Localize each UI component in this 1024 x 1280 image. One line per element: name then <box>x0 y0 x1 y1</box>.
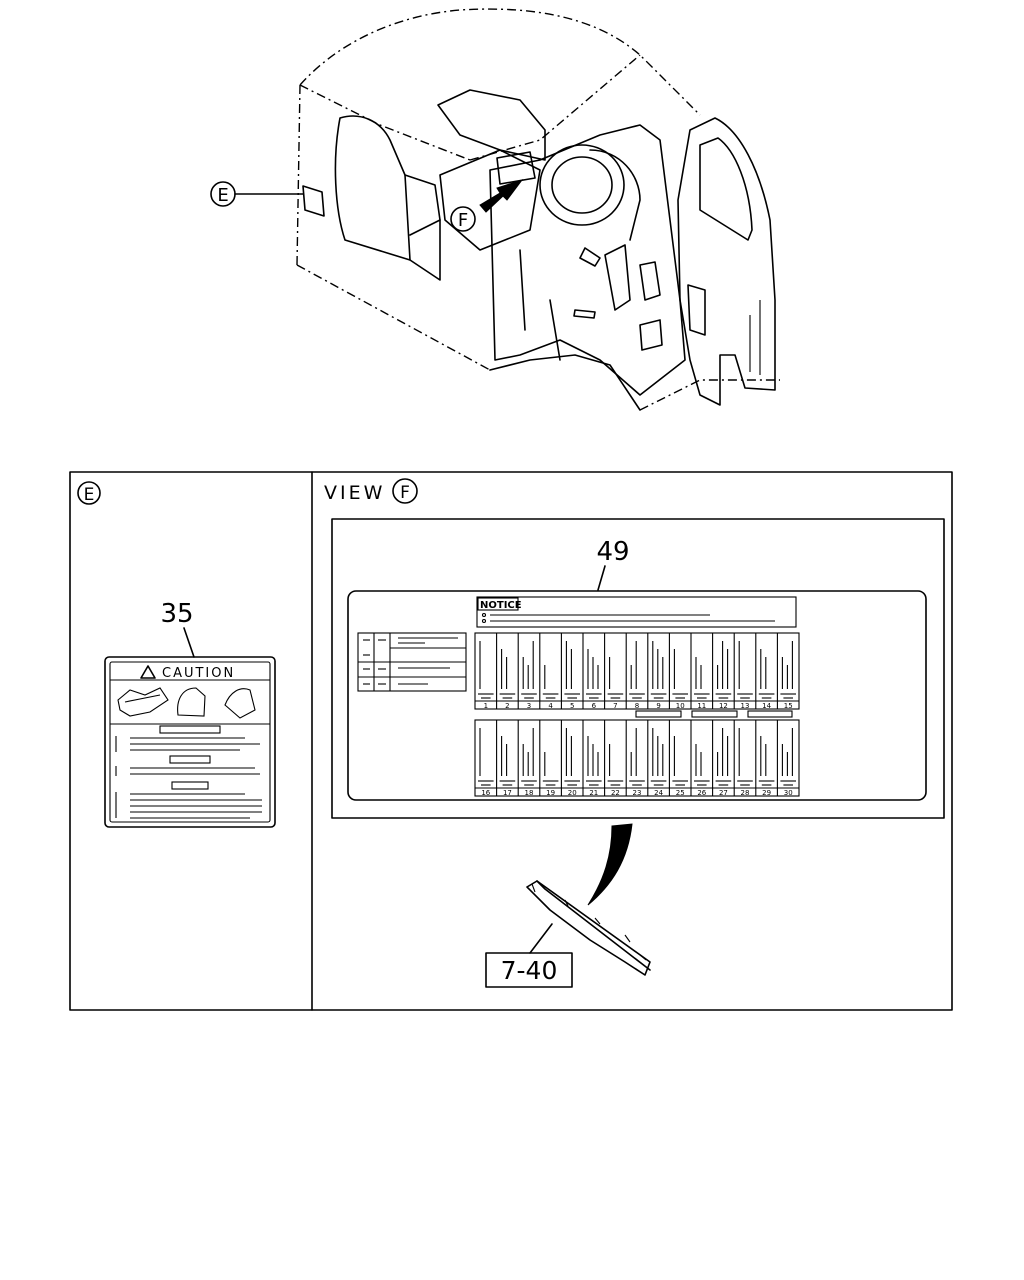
cab-interior-illustration <box>296 8 780 411</box>
fuse-slot: 23 <box>625 720 648 797</box>
fuse-number-label: 11 <box>697 702 706 710</box>
fuse-number-label: 6 <box>592 702 597 710</box>
fuse-slot: 30 <box>776 720 799 797</box>
fuse-slot: 4 <box>539 633 562 710</box>
fuse-slot: 24 <box>647 720 670 797</box>
fuse-slot: 9 <box>647 633 670 710</box>
decal-e-location <box>302 185 325 217</box>
callout-e-top: E <box>210 181 304 207</box>
callout-e-letter: E <box>217 185 228 206</box>
detail-frame <box>69 471 953 1011</box>
fuse-slot: 3 <box>517 633 540 710</box>
callout-f-top: F <box>450 179 524 232</box>
fuse-slot: 19 <box>539 720 562 797</box>
fuse-slot: 29 <box>755 720 778 797</box>
fuse-slot: 2 <box>496 633 519 710</box>
caution-heading: CAUTION <box>162 666 235 681</box>
fuse-number-label: 25 <box>676 789 685 797</box>
fuse-number-label: 29 <box>762 789 771 797</box>
decal-f-location <box>496 151 536 185</box>
warning-triangle-icon <box>140 665 156 679</box>
part-number-7-40: 7-40 <box>501 956 558 985</box>
fuse-slot: 8 <box>625 633 648 710</box>
notice-sticker: NOTICE <box>347 590 927 801</box>
fuse-slot: 20 <box>560 720 583 797</box>
fuse-slot: 1 <box>475 641 497 710</box>
fuse-number-label: 22 <box>611 789 620 797</box>
fuse-number-label: 16 <box>481 789 490 797</box>
fuse-grid-bottom: 16 17 18 19 20 21 22 23 24 25 26 27 28 29 30 <box>474 719 800 797</box>
fuse-number-label: 18 <box>525 789 534 797</box>
fuse-number-label: 24 <box>654 789 663 797</box>
fuse-number-label: 20 <box>568 789 577 797</box>
view-prefix-label: VIEW <box>324 482 385 504</box>
panel-f-letter: F <box>400 483 410 503</box>
fuse-number-label: 9 <box>656 702 660 710</box>
fuse-slot: 17 <box>496 720 519 797</box>
caution-sticker: CAUTION <box>104 656 276 828</box>
fuse-number-label: 13 <box>741 702 750 710</box>
fuse-number-label: 5 <box>570 702 574 710</box>
fuse-number-label: 7 <box>613 702 617 710</box>
fuse-slot: 11 <box>690 633 713 710</box>
fuse-slot: 15 <box>776 633 799 710</box>
panel-f: VIEW F 49 NOTICE <box>324 478 945 988</box>
caution-pictograms <box>110 687 270 725</box>
fuse-number-label: 15 <box>784 702 793 710</box>
notice-heading: NOTICE <box>480 600 522 611</box>
fuse-number-label: 4 <box>548 702 553 710</box>
fuse-number-label: 2 <box>505 702 509 710</box>
caution-text-lines <box>115 725 262 819</box>
fuse-slot: 5 <box>560 633 583 710</box>
fuse-number-label: 3 <box>527 702 531 710</box>
fuse-number-label: 17 <box>503 789 512 797</box>
panel-e-letter: E <box>84 485 95 505</box>
fuse-number-label: 12 <box>719 702 728 710</box>
fuse-slot: 7 <box>604 633 627 710</box>
fuse-slot: 13 <box>733 633 756 710</box>
fuse-slot: 22 <box>604 720 627 797</box>
view-arrow-icon <box>479 179 524 213</box>
fuse-number-label: 30 <box>784 789 793 797</box>
fuse-slot: 10 <box>668 633 691 710</box>
fuse-slot: 18 <box>517 720 540 797</box>
fuse-slot: 26 <box>690 720 713 797</box>
fuse-slot: 6 <box>582 633 605 710</box>
fuse-number-label: 26 <box>697 789 706 797</box>
fuse-number-label: 27 <box>719 789 728 797</box>
fuse-number-label: 19 <box>546 789 555 797</box>
fuse-slot: 27 <box>712 720 735 797</box>
part-number-49: 49 <box>596 537 629 567</box>
fuse-number-label: 28 <box>741 789 750 797</box>
fuse-number-label: 23 <box>633 789 642 797</box>
fuse-number-label: 10 <box>676 702 685 710</box>
fuse-slot: 14 <box>755 633 778 710</box>
fuse-slot: 25 <box>668 720 691 797</box>
callout-f-letter: F <box>458 210 468 231</box>
fuse-slot: 21 <box>582 720 605 797</box>
fuse-slot: 16 <box>475 728 497 797</box>
fuse-number-label: 1 <box>484 702 488 710</box>
fuse-number-label: 14 <box>762 702 771 710</box>
fuse-number-label: 8 <box>635 702 639 710</box>
fuse-slot: 12 <box>712 633 735 710</box>
panel-e: E 35 CAUTION <box>77 481 276 828</box>
notice-legend-table <box>357 632 467 692</box>
location-pointer-icon <box>587 823 633 906</box>
part-number-35: 35 <box>160 599 193 629</box>
fuse-cover-illustration <box>526 880 651 976</box>
fuse-number-label: 21 <box>589 789 598 797</box>
fuse-slot: 28 <box>733 720 756 797</box>
